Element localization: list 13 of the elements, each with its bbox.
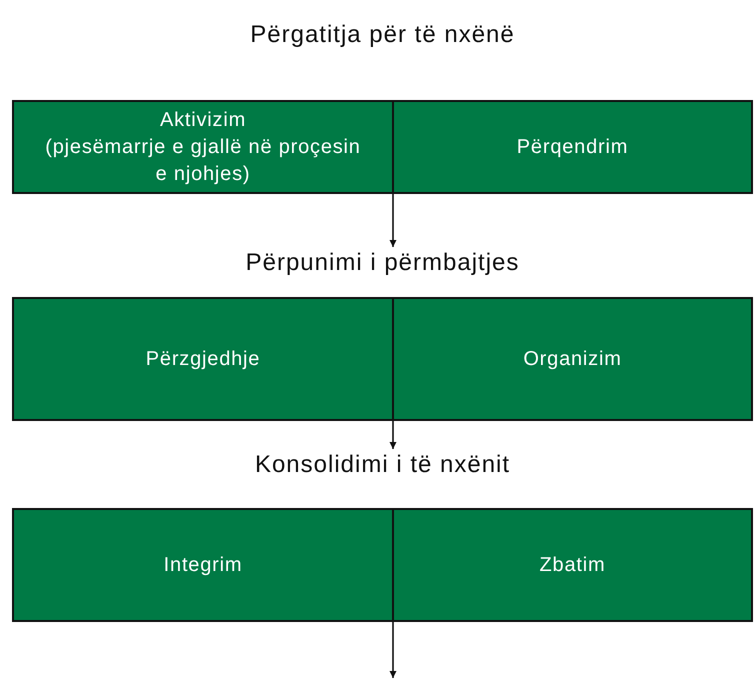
panel-label: Organizim bbox=[523, 346, 622, 372]
panel-label: Përqendrim bbox=[516, 134, 628, 160]
panel-label: Zbatim bbox=[540, 552, 606, 578]
stage-heading: Konsolidimi i të nxënit bbox=[254, 450, 510, 480]
panel-label: Integrim bbox=[164, 552, 242, 578]
panel-label: (pjesëmarrje e gjallë në proçesin e njohjes) bbox=[44, 134, 362, 186]
panel-label: Aktivizim bbox=[160, 108, 246, 132]
arrow bbox=[390, 194, 396, 247]
stage-heading: Përgatitja për të nxënë bbox=[250, 20, 515, 50]
stage-heading: Përpunimi i përmbajtjes bbox=[246, 248, 520, 278]
arrow bbox=[390, 421, 396, 449]
panel-label: Përzgjedhje bbox=[146, 346, 260, 372]
arrow bbox=[390, 622, 396, 678]
